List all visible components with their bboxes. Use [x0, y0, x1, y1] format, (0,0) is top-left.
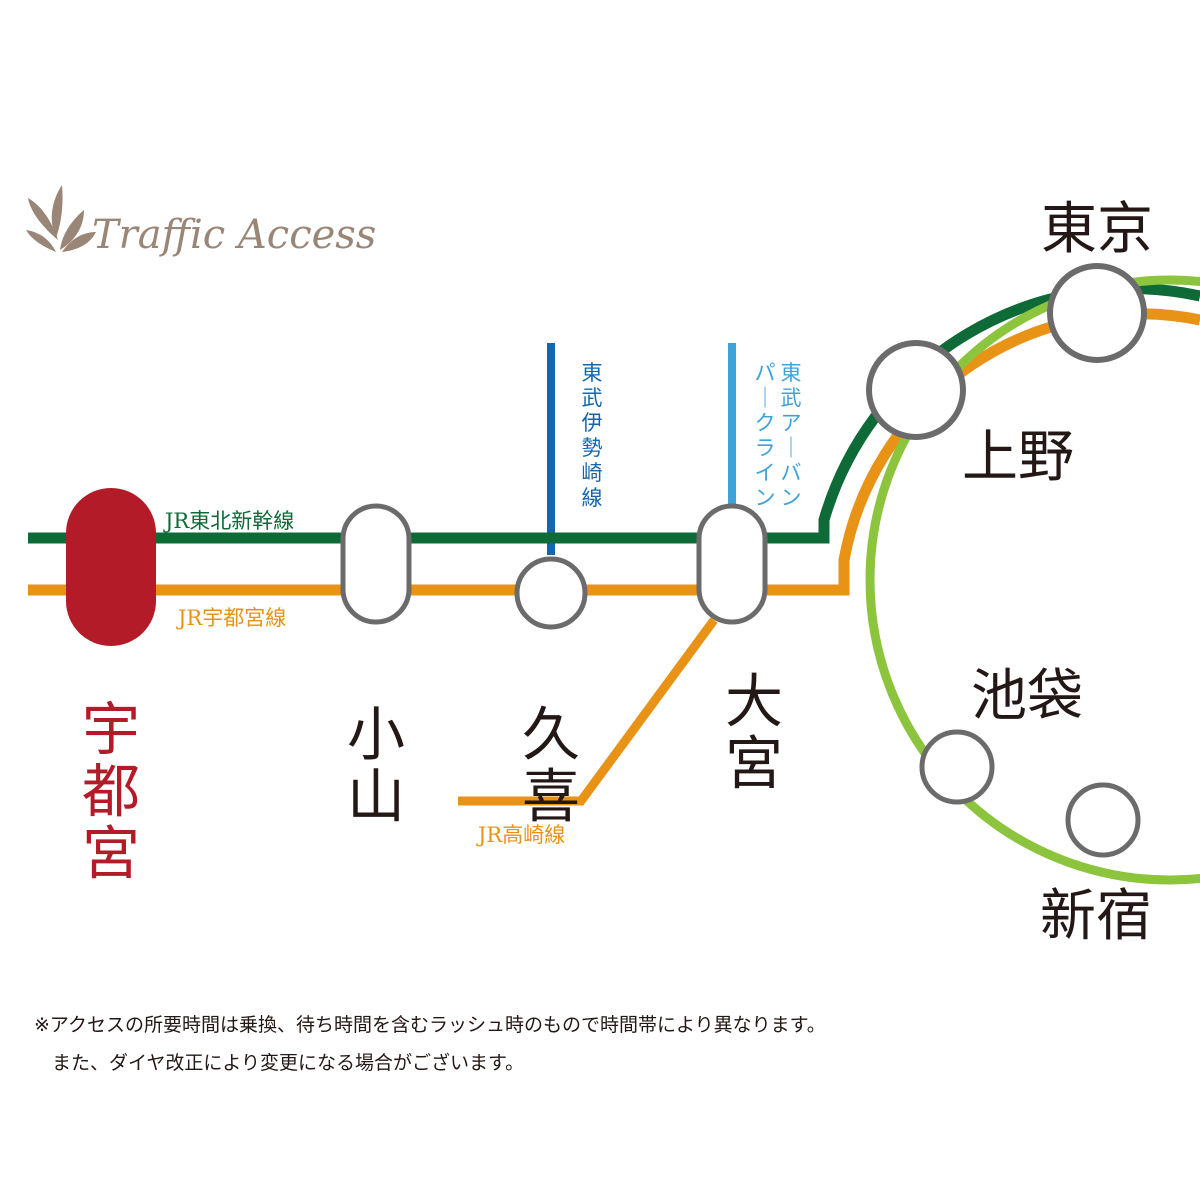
station-name-omiya-text: 大宮	[725, 667, 783, 797]
station-name-oyama: 小山	[347, 700, 405, 830]
station-name-omiya: 大宮	[725, 667, 783, 797]
station-marker-omiya[interactable]	[696, 503, 768, 625]
note-line-2: また、ダイヤ改正により変更になる場合がございます。	[52, 1052, 525, 1074]
leaf-ornament-icon	[26, 185, 96, 252]
station-name-kuki: 久喜	[522, 700, 580, 830]
label-tobu-urban-park-col2: パ｜クライン	[755, 361, 776, 510]
station-name-utsunomiya: 宇都宮	[82, 695, 140, 887]
station-name-ueno: 上野	[962, 425, 1074, 490]
yamanote-line	[865, 275, 1200, 885]
jr-tohoku-shinkansen-line	[28, 283, 1200, 544]
label-tobu-urban-park-col1-text: 東武ア｜バン	[781, 361, 802, 510]
station-marker-oyama[interactable]	[340, 503, 412, 625]
label-tobu-urban-park-col2-text: パ｜クライン	[755, 361, 776, 510]
station-name-tokyo: 東京	[1041, 197, 1153, 262]
station-name-utsunomiya-text: 宇都宮	[82, 695, 140, 887]
label-jr-takasaki: JR高崎線	[476, 823, 565, 847]
station-name-kuki-text: 久喜	[522, 700, 580, 830]
label-tobu-isesaki-text: 東武伊勢崎線	[582, 361, 603, 510]
label-jr-utsunomiya: JR宇都宮線	[176, 606, 286, 630]
label-tobu-isesaki: 東武伊勢崎線	[582, 361, 603, 510]
note-line-1: ※アクセスの所要時間は乗換、待ち時間を含むラッシュ時のもので時間帯により異なりま…	[34, 1014, 826, 1036]
station-marker-tokyo[interactable]	[1047, 263, 1147, 363]
label-tobu-urban-park-col1: 東武ア｜バン	[781, 361, 802, 510]
station-name-ikebukuro: 池袋	[971, 664, 1083, 729]
station-marker-shinjuku[interactable]	[1065, 782, 1141, 858]
label-jr-tohoku-shinkansen: JR東北新幹線	[163, 509, 294, 533]
jr-takasaki-line	[458, 617, 718, 806]
station-marker-ueno[interactable]	[866, 340, 966, 440]
station-marker-kuki[interactable]	[514, 556, 588, 630]
station-marker-ikebukuro[interactable]	[919, 729, 995, 805]
station-marker-utsunomiya[interactable]	[66, 488, 156, 646]
station-name-oyama-text: 小山	[347, 700, 405, 830]
station-name-shinjuku: 新宿	[1040, 884, 1152, 949]
page-title: Traffic Access	[92, 212, 376, 258]
